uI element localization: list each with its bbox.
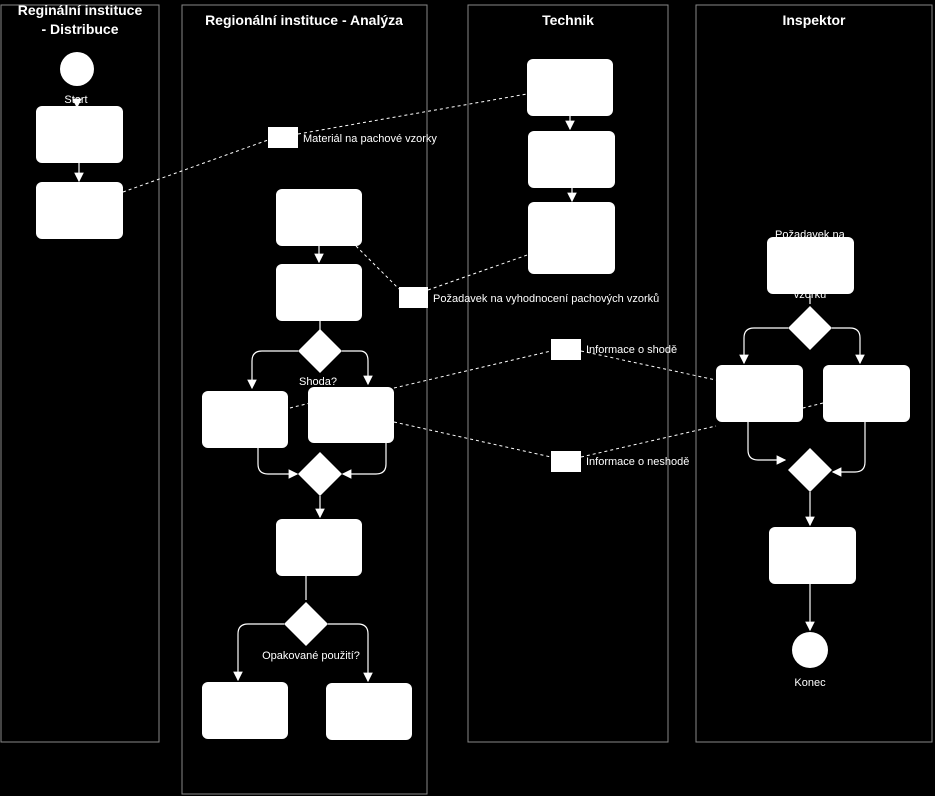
- lane-analysis-title: Regionální instituce - Analýza: [205, 12, 403, 28]
- analysis-activity-reuse-no: [326, 683, 412, 740]
- analysis-activity-2: [276, 264, 362, 321]
- start-node: [60, 52, 94, 86]
- object-material-box: [268, 127, 298, 148]
- lane-analysis: Regionální instituce - Analýza: [181, 4, 428, 795]
- inspector-activity-mismatch: [823, 365, 910, 422]
- decision-reuse-label: Opakované použití?: [262, 650, 360, 662]
- object-match-info-label: Informace o shodě: [586, 344, 677, 356]
- object-match-info-box: [551, 339, 581, 360]
- decision-match-label: Shoda?: [299, 376, 337, 388]
- object-flows: [122, 93, 824, 458]
- inspector-activity-request: [767, 237, 854, 294]
- merge-inspector: [788, 448, 832, 492]
- object-evaluation-request-label: Požadavek na vyhodnocení pachových vzork…: [433, 293, 659, 305]
- decision-match: [298, 329, 342, 373]
- lane-distribution: Reginální instituce - Distribuce: [0, 2, 160, 743]
- lane-distribution-title-2: - Distribuce: [41, 21, 118, 37]
- analysis-activity-mismatch: [202, 391, 288, 448]
- lane-inspector: Inspektor: [695, 4, 933, 743]
- lane-inspector-title: Inspektor: [782, 12, 846, 28]
- lane-technician: Technik: [467, 4, 669, 743]
- end-node: [792, 632, 828, 668]
- analysis-activity-match: [308, 387, 394, 443]
- analysis-activity-reuse-yes: [202, 682, 288, 739]
- start-label: Start: [64, 94, 87, 106]
- distribution-activity-2: [36, 182, 123, 239]
- object-material-label: Materiál na pachové vzorky: [303, 133, 437, 145]
- distribution-activity-1: [36, 106, 123, 163]
- lane-technician-title: Technik: [542, 12, 594, 28]
- inspector-activity-final: [769, 527, 856, 584]
- lane-distribution-title-1: Reginální instituce: [18, 2, 143, 18]
- merge-match: [298, 452, 342, 496]
- technician-activity-2: [528, 131, 615, 188]
- technician-activity-3: [528, 202, 615, 274]
- inspector-activity-match: [716, 365, 803, 422]
- technician-activity-1: [527, 59, 613, 116]
- end-label: Konec: [794, 677, 826, 689]
- object-mismatch-info-box: [551, 451, 581, 472]
- analysis-activity-3: [276, 519, 362, 576]
- object-evaluation-request-box: [399, 287, 428, 308]
- inspector-request-label-2: vzorku: [794, 289, 826, 301]
- object-mismatch-info-label: Informace o neshodě: [586, 456, 689, 468]
- decision-inspector: [788, 306, 832, 350]
- decision-reuse: [284, 602, 328, 646]
- analysis-activity-1: [276, 189, 362, 246]
